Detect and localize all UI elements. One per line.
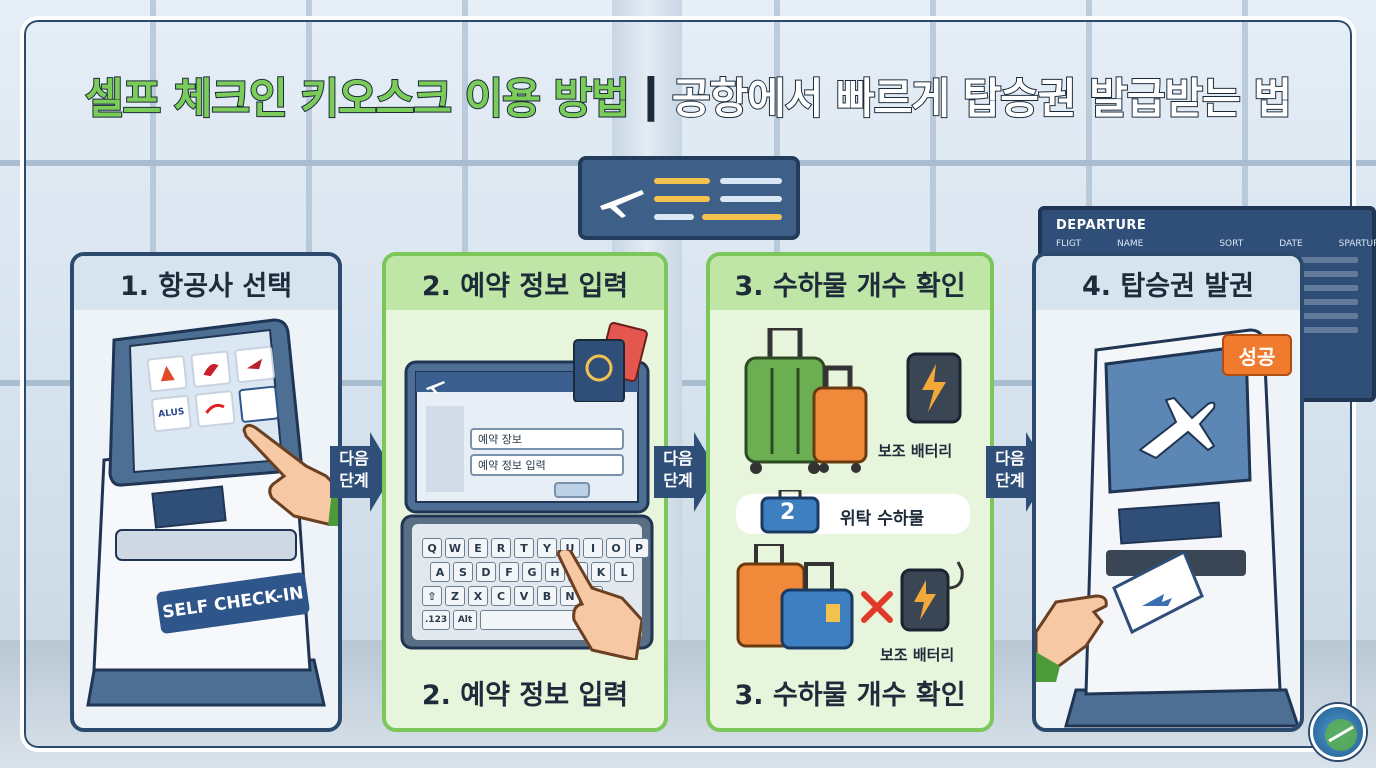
title-main: 셀프 체크인 키오스크 이용 방법 xyxy=(84,73,631,124)
alt-key[interactable]: Alt xyxy=(453,610,477,630)
key[interactable]: H xyxy=(545,562,565,582)
key[interactable]: E xyxy=(468,538,488,558)
keyboard: Q W E R T Y U I O P xyxy=(422,538,649,558)
suitcase-icon xyxy=(744,328,868,474)
shift-key[interactable]: ⇧ xyxy=(422,586,442,606)
checked-bag-label: 위탁 수하물 xyxy=(840,509,925,529)
battery-icon xyxy=(900,561,964,632)
battery-icon xyxy=(906,352,962,424)
step-4-header: 4. 탑승권 발권 xyxy=(1036,256,1300,310)
booking-field-1[interactable]: 예약 장보 xyxy=(470,428,624,450)
key[interactable]: B xyxy=(537,586,557,606)
battery-label-bottom: 보조 배터리 xyxy=(880,646,955,664)
cross-icon xyxy=(861,591,893,623)
checked-bag-pill: 2 위탁 수하물 xyxy=(736,490,970,534)
key[interactable]: L xyxy=(614,562,634,582)
key[interactable]: W xyxy=(445,538,465,558)
key[interactable]: Q xyxy=(422,538,442,558)
airline-logo[interactable]: ALUS xyxy=(150,394,193,433)
key[interactable]: O xyxy=(606,538,626,558)
logo-badge xyxy=(1310,704,1366,760)
key[interactable]: Z xyxy=(445,586,465,606)
battery-label-top: 보조 배터리 xyxy=(878,442,953,460)
airplane-icon xyxy=(600,190,644,218)
airplane-icon xyxy=(426,381,445,394)
step-2-panel: 2. 예약 정보 입력 예약 장보 예약 정보 입력 Q W E R T Y U… xyxy=(382,252,668,732)
key[interactable]: S xyxy=(453,562,473,582)
airplane-icon xyxy=(1138,396,1216,460)
flight-info-board xyxy=(578,156,800,240)
numbers-key[interactable]: .123 xyxy=(422,610,450,630)
key[interactable]: X xyxy=(468,586,488,606)
step-3-footer: 3. 수하물 개수 확인 xyxy=(734,680,966,711)
step-4-panel: 4. 탑승권 발권 성공 xyxy=(1032,252,1304,732)
key[interactable]: Y xyxy=(537,538,557,558)
step-2-footer: 2. 예약 정보 입력 xyxy=(421,680,629,711)
airline-logo[interactable] xyxy=(233,345,276,384)
suitcase-icon xyxy=(760,490,820,534)
title-separator: | xyxy=(642,69,660,122)
page-title: 셀프 체크인 키오스크 이용 방법 | 공항에서 빠르게 탑승권 발급받는 법 xyxy=(40,60,1336,130)
key[interactable]: G xyxy=(522,562,542,582)
key[interactable]: I xyxy=(583,538,603,558)
key[interactable]: D xyxy=(476,562,496,582)
globe-icon xyxy=(1325,719,1357,751)
hand-icon xyxy=(556,550,642,660)
airline-logo[interactable] xyxy=(146,354,188,393)
airline-logo[interactable] xyxy=(194,389,236,428)
airline-logo[interactable] xyxy=(190,350,232,389)
key[interactable]: R xyxy=(491,538,511,558)
checked-bag-count: 2 xyxy=(780,500,796,525)
key[interactable]: P xyxy=(629,538,649,558)
passport-icon xyxy=(573,322,648,402)
airline-logo-grid: ALUS xyxy=(146,345,280,433)
key[interactable]: K xyxy=(591,562,611,582)
step-2-header: 2. 예약 정보 입력 xyxy=(386,256,664,310)
departure-heading: DEPARTURE xyxy=(1056,218,1147,233)
ticket-icon xyxy=(1112,549,1204,635)
submit-button[interactable] xyxy=(554,482,590,498)
step-3-header: 3. 수하물 개수 확인 xyxy=(710,256,990,310)
key[interactable]: F xyxy=(499,562,519,582)
suitcase-icon xyxy=(736,544,854,650)
step-3-panel: 3. 수하물 개수 확인 보조 배터리 2 위탁 수하물 보조 배 xyxy=(706,252,994,732)
hand-icon xyxy=(242,423,338,526)
title-sub: 공항에서 빠르게 탑승권 발급받는 법 xyxy=(671,73,1293,124)
key[interactable]: T xyxy=(514,538,534,558)
key[interactable]: V xyxy=(514,586,534,606)
success-flag: 성공 xyxy=(1222,334,1292,376)
key[interactable]: A xyxy=(430,562,450,582)
step-1-header: 1. 항공사 선택 xyxy=(74,256,338,310)
step-1-panel: 1. 항공사 선택 ALUS SELF CHECK-IN xyxy=(70,252,342,732)
keyboard-row-2: A S D F G H J K L xyxy=(430,562,634,582)
booking-field-2[interactable]: 예약 정보 입력 xyxy=(470,454,624,476)
departure-columns: FLIGT NAME SORT DATE SPARTURE xyxy=(1056,239,1376,249)
key[interactable]: C xyxy=(491,586,511,606)
hand-icon xyxy=(1036,594,1108,682)
